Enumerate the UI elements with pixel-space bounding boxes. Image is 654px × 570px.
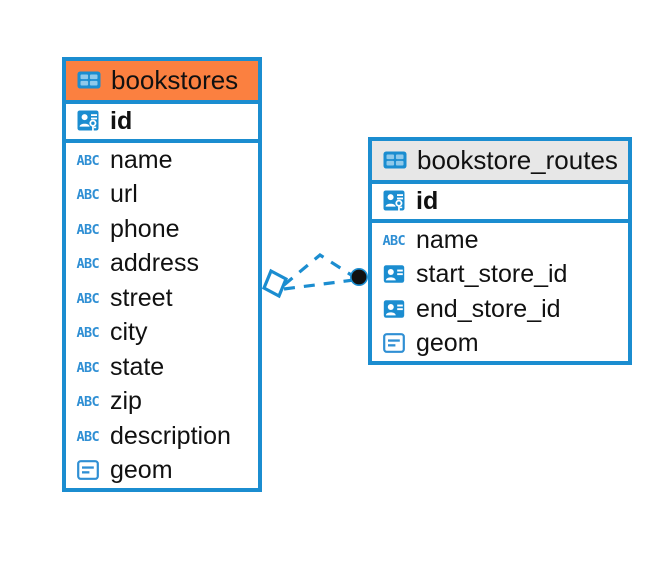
diamond-open-marker — [261, 268, 289, 299]
relationship-line-upper[interactable] — [282, 253, 357, 287]
field-name-end-store-id: end_store_id — [416, 294, 561, 323]
field-name-geom: geom — [416, 329, 479, 358]
field-row-phone[interactable]: ABC phone — [66, 211, 258, 247]
text-abc-icon: ABC — [77, 187, 101, 203]
svg-text:ABC: ABC — [77, 291, 100, 307]
svg-text:ABC: ABC — [77, 256, 100, 272]
text-abc-icon: ABC — [77, 222, 101, 238]
entity-header-bookstores[interactable]: bookstores — [66, 61, 258, 105]
svg-text:ABC: ABC — [77, 360, 100, 376]
field-row-zip[interactable]: ABC zip — [66, 384, 258, 419]
filled-circle-marker — [350, 268, 368, 286]
field-row-start-store-id[interactable]: start_store_id — [372, 257, 628, 292]
field-row-description[interactable]: ABC description — [66, 418, 258, 454]
field-row-end-store-id[interactable]: end_store_id — [372, 291, 628, 327]
field-row-address[interactable]: ABC address — [66, 246, 258, 281]
text-abc-icon: ABC — [77, 394, 101, 410]
svg-text:ABC: ABC — [383, 233, 406, 249]
field-list-bookstores: ABC name ABC url ABC phone ABC — [66, 142, 258, 488]
foreign-key-icon — [383, 300, 405, 318]
foreign-key-icon — [383, 265, 405, 284]
field-name-geom: geom — [110, 456, 173, 485]
svg-text:ABC: ABC — [77, 187, 100, 203]
svg-text:ABC: ABC — [77, 222, 100, 238]
primary-key-section-bookstore-routes: id — [372, 184, 628, 223]
entity-bookstores[interactable]: bookstores id ABC — [62, 57, 262, 492]
field-row-name[interactable]: ABC name — [66, 142, 258, 178]
relationship-line-lower[interactable] — [283, 278, 355, 291]
text-abc-icon: ABC — [77, 325, 101, 341]
text-abc-icon: ABC — [383, 233, 407, 249]
field-name-name: name — [416, 225, 479, 254]
field-list-bookstore-routes: ABC name start_store_id — [372, 222, 628, 361]
field-name-id: id — [110, 107, 133, 136]
primary-key-icon — [77, 110, 99, 131]
field-name-url: url — [110, 180, 138, 209]
field-name-zip: zip — [110, 387, 142, 416]
svg-text:ABC: ABC — [77, 325, 100, 341]
field-name-address: address — [110, 249, 199, 278]
field-row-geom[interactable]: geom — [66, 453, 258, 488]
primary-key-icon — [383, 190, 405, 211]
field-name-description: description — [110, 421, 231, 450]
entity-bookstore-routes[interactable]: bookstore_routes id ABC — [368, 137, 632, 365]
field-name-phone: phone — [110, 214, 180, 243]
field-row-geom[interactable]: geom — [372, 326, 628, 361]
entity-title-bookstore-routes: bookstore_routes — [417, 145, 618, 175]
field-row-id[interactable]: id — [372, 184, 628, 219]
field-row-street[interactable]: ABC street — [66, 280, 258, 316]
field-name-street: street — [110, 283, 173, 312]
field-name-city: city — [110, 318, 148, 347]
field-row-url[interactable]: ABC url — [66, 177, 258, 212]
geometry-icon — [77, 460, 99, 481]
text-abc-icon: ABC — [77, 429, 101, 445]
entity-header-bookstore-routes[interactable]: bookstore_routes — [372, 141, 628, 185]
svg-text:ABC: ABC — [77, 394, 100, 410]
geometry-icon — [383, 333, 405, 354]
svg-text:ABC: ABC — [77, 429, 100, 445]
svg-text:ABC: ABC — [77, 153, 100, 169]
field-name-start-store-id: start_store_id — [416, 260, 568, 289]
entity-title-bookstores: bookstores — [111, 65, 239, 95]
field-row-id[interactable]: id — [66, 104, 258, 139]
field-name-state: state — [110, 352, 165, 381]
field-name-id: id — [416, 187, 439, 216]
text-abc-icon: ABC — [77, 153, 101, 169]
field-row-name[interactable]: ABC name — [372, 222, 628, 258]
field-row-state[interactable]: ABC state — [66, 349, 258, 385]
table-icon — [383, 151, 407, 169]
field-row-city[interactable]: ABC city — [66, 315, 258, 350]
text-abc-icon: ABC — [77, 256, 101, 272]
table-icon — [77, 71, 101, 89]
field-name-name: name — [110, 145, 173, 174]
text-abc-icon: ABC — [77, 291, 101, 307]
text-abc-icon: ABC — [77, 360, 101, 376]
primary-key-section-bookstores: id — [66, 104, 258, 143]
